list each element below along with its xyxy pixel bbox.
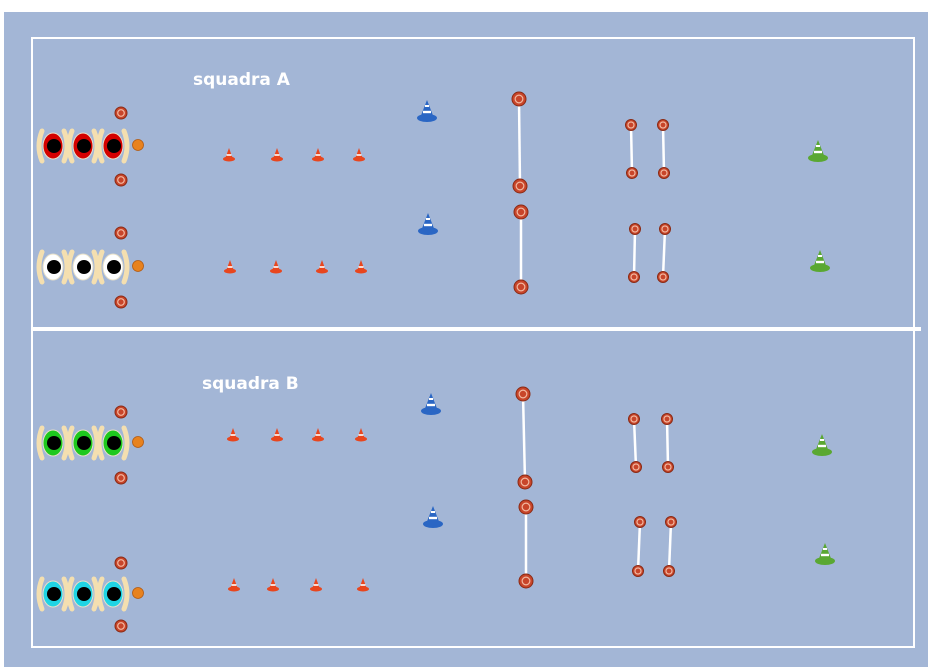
small-cone-icon — [228, 578, 240, 592]
small-cone-icon — [224, 260, 236, 274]
small-cone-icon — [267, 578, 279, 592]
ball-icon — [132, 260, 144, 272]
small-cone-icon — [271, 428, 283, 442]
hurdle-icon — [632, 516, 646, 577]
player-icon — [66, 249, 100, 285]
player-icon — [36, 425, 70, 461]
ring-marker-icon — [114, 295, 128, 309]
hurdle-icon — [661, 413, 674, 473]
player-icon — [96, 425, 130, 461]
small-cone-icon — [270, 260, 282, 274]
training-field — [4, 12, 928, 667]
hurdle-icon — [515, 386, 533, 490]
ring-marker-icon — [114, 405, 128, 419]
blue-cone-icon — [423, 506, 443, 528]
small-cone-icon — [223, 148, 235, 162]
small-cone-icon — [312, 428, 324, 442]
blue-cone-icon — [417, 100, 437, 122]
hurdle-icon — [657, 119, 670, 179]
player-icon — [36, 249, 70, 285]
small-cone-icon — [316, 260, 328, 274]
hurdle-icon — [628, 223, 641, 283]
field-border — [31, 37, 915, 648]
ball-icon — [132, 436, 144, 448]
player-icon — [66, 425, 100, 461]
player-icon — [96, 249, 130, 285]
hurdle-icon — [518, 499, 534, 589]
blue-cone-icon — [418, 213, 438, 235]
hurdle-icon — [628, 413, 642, 473]
ball-icon — [132, 139, 144, 151]
small-cone-icon — [355, 260, 367, 274]
ring-marker-icon — [114, 619, 128, 633]
ball-icon — [132, 587, 144, 599]
green-cone-icon — [815, 543, 835, 565]
small-cone-icon — [271, 148, 283, 162]
player-icon — [96, 576, 130, 612]
small-cone-icon — [227, 428, 239, 442]
ring-marker-icon — [114, 226, 128, 240]
small-cone-icon — [357, 578, 369, 592]
hurdle-icon — [513, 204, 529, 295]
small-cone-icon — [310, 578, 322, 592]
small-cone-icon — [353, 148, 365, 162]
ring-marker-icon — [114, 173, 128, 187]
player-icon — [66, 128, 100, 164]
team-b-label: squadra B — [202, 374, 299, 394]
hurdle-icon — [625, 119, 638, 179]
field-midline — [31, 327, 921, 331]
small-cone-icon — [355, 428, 367, 442]
green-cone-icon — [810, 250, 830, 272]
green-cone-icon — [808, 140, 828, 162]
player-icon — [36, 128, 70, 164]
hurdle-icon — [657, 223, 671, 283]
player-icon — [66, 576, 100, 612]
ring-marker-icon — [114, 106, 128, 120]
ring-marker-icon — [114, 556, 128, 570]
small-cone-icon — [312, 148, 324, 162]
hurdle-icon — [511, 91, 528, 194]
green-cone-icon — [812, 434, 832, 456]
player-icon — [36, 576, 70, 612]
player-icon — [96, 128, 130, 164]
ring-marker-icon — [114, 471, 128, 485]
team-a-label: squadra A — [193, 70, 290, 90]
blue-cone-icon — [421, 393, 441, 415]
hurdle-icon — [663, 516, 677, 577]
